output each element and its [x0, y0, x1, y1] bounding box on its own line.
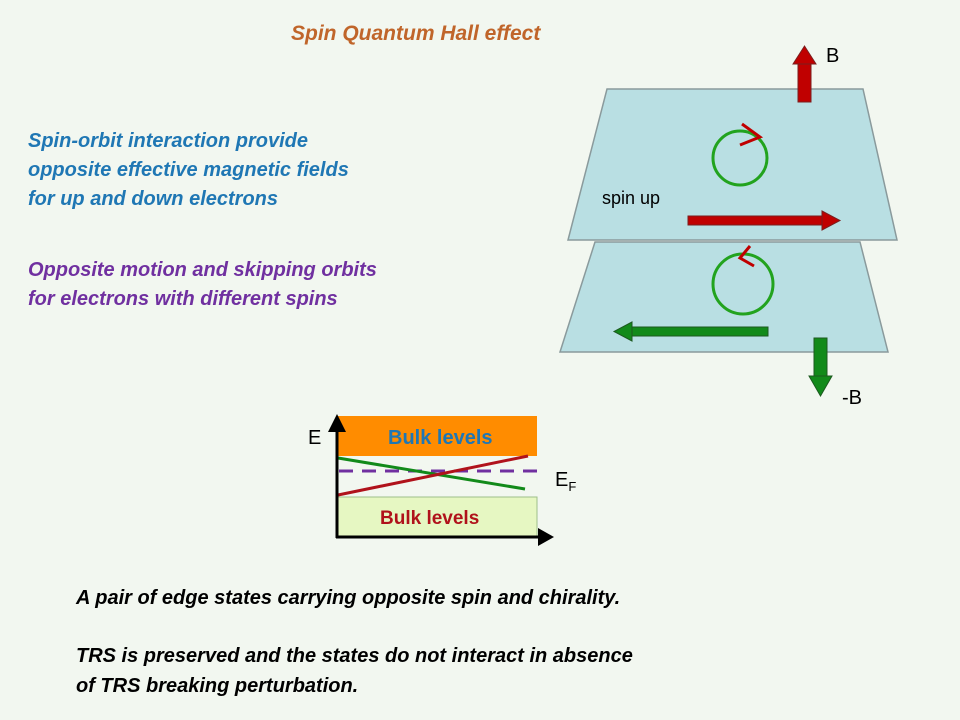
fermi-level-subscript: F	[568, 479, 576, 494]
spin-up-edge-arrow	[687, 210, 842, 231]
upper-bulk-band	[337, 416, 537, 456]
energy-plot: E Bulk levels Bulk levels EF	[308, 414, 576, 546]
spin-orbit-line-3: for up and down electrons	[28, 188, 279, 210]
fermi-level-main: E	[555, 469, 568, 491]
motion-line-1: Opposite motion and skipping orbits	[28, 259, 377, 281]
slide-title: Spin Quantum Hall effect	[291, 22, 541, 45]
b-field-down-arrow	[808, 337, 833, 398]
energy-axis-label: E	[308, 427, 321, 449]
trs-paragraph: TRS is preserved and the states do not i…	[76, 641, 633, 701]
momentum-axis-arrowhead	[538, 528, 554, 546]
energy-axis-arrowhead	[328, 414, 346, 432]
spin-down-edge-arrow	[612, 321, 769, 342]
lower-plate	[558, 241, 889, 353]
trs-line-2: of TRS breaking perturbation.	[76, 675, 359, 697]
upper-band-label: Bulk levels	[388, 427, 493, 449]
spin-up-orbit	[711, 122, 769, 187]
trs-line-1: TRS is preserved and the states do not i…	[76, 645, 633, 667]
lower-bulk-band	[336, 496, 538, 538]
green-edge-state-line	[337, 456, 526, 491]
spin-orbit-line-2: opposite effective magnetic fields	[28, 159, 349, 181]
motion-line-2: for electrons with different spins	[28, 288, 338, 310]
red-edge-state-line	[337, 454, 529, 497]
upper-plate	[567, 88, 898, 241]
edge-states-text: A pair of edge states carrying opposite …	[76, 587, 621, 609]
spin-up-label: spin up	[602, 188, 660, 208]
minus-b-field-label: -B	[842, 387, 862, 409]
lower-band-label: Bulk levels	[380, 508, 479, 529]
motion-paragraph: Opposite motion and skipping orbits for …	[28, 256, 377, 314]
fermi-level-label: EF	[555, 469, 576, 494]
spin-orbit-line-1: Spin-orbit interaction provide	[28, 130, 309, 152]
spin-down-orbit	[711, 245, 775, 316]
spin-orbit-paragraph: Spin-orbit interaction provide opposite …	[28, 127, 349, 214]
b-field-label: B	[826, 45, 839, 67]
b-field-up-arrow	[792, 45, 817, 103]
